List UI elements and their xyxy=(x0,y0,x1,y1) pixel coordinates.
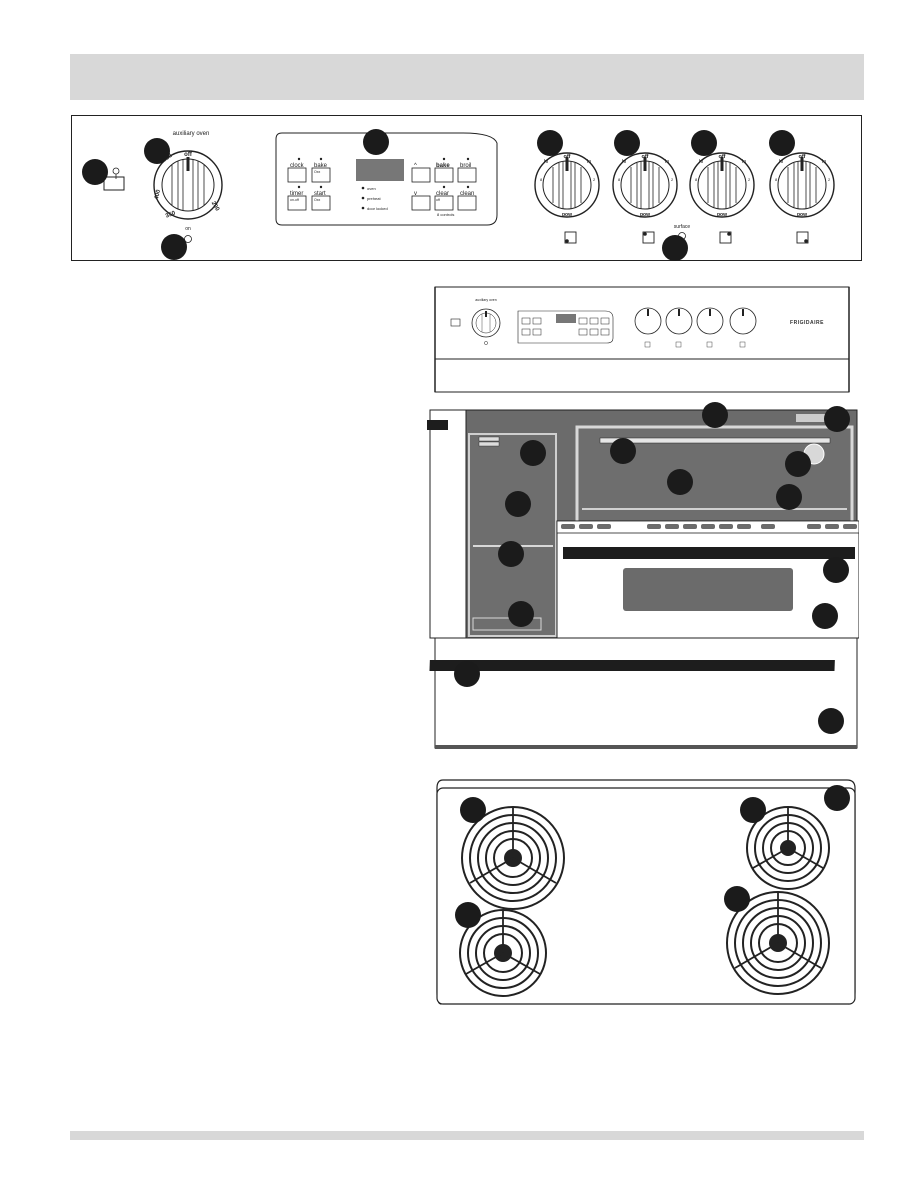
knob3-8: 8 xyxy=(695,177,698,182)
indicator-oven: oven xyxy=(367,186,376,191)
surface-knob-right-front[interactable]: off hi lo pow 8 2 xyxy=(689,152,755,218)
knob2-lo: lo xyxy=(665,159,669,165)
knob1-hi: hi xyxy=(544,159,548,165)
knob2-power: pow xyxy=(640,212,650,218)
surface-label: surface xyxy=(674,224,691,230)
indicator-door-locked: door locked xyxy=(367,206,388,211)
knob2-off: off xyxy=(641,154,648,160)
down-arrow-pad[interactable]: v xyxy=(411,191,431,211)
knob4-2: 2 xyxy=(828,177,831,182)
start-pad-sub: Oxx xyxy=(314,198,320,202)
mini-surface-knobs xyxy=(634,307,757,348)
callout-marker-icon xyxy=(82,129,795,261)
knob1-2: 2 xyxy=(593,177,596,182)
element-coil-icon xyxy=(746,806,830,890)
lock-controls-note: 8 controls xyxy=(437,212,454,217)
knob1-off: off xyxy=(563,154,570,160)
clean-pad[interactable]: clean xyxy=(457,185,477,211)
element-coil-icon xyxy=(459,909,547,997)
knob2-hi: hi xyxy=(622,159,626,165)
timer-pad[interactable]: timer on-off xyxy=(287,185,307,211)
mini-aux-knob xyxy=(471,308,501,345)
aux-on-label: on xyxy=(185,226,191,232)
surface-knob-left-rear[interactable]: off hi lo pow 8 2 xyxy=(534,152,600,218)
bake-pad-label: bake xyxy=(436,163,450,169)
mini-keypad xyxy=(517,310,614,344)
element-coil-icon xyxy=(461,806,565,910)
bake-pad[interactable]: bake xyxy=(434,157,454,183)
broil-pad-label: broil xyxy=(460,163,471,169)
aux-knob-300: 200 xyxy=(210,201,221,213)
auxiliary-oven-label: auxiliary oven xyxy=(173,131,210,137)
clean-pad-label: clean xyxy=(460,191,474,197)
broil-pad[interactable]: broil xyxy=(457,157,477,183)
bake-left-pad-sub: Oxx xyxy=(314,170,320,174)
bake-left-pad-label: bake xyxy=(314,163,328,169)
knob4-off: off xyxy=(798,154,805,160)
element-coil-icon xyxy=(726,891,830,995)
clear-pad-sub: off xyxy=(436,198,440,202)
knob3-lo: lo xyxy=(742,159,746,165)
clear-pad[interactable]: clear off xyxy=(434,185,454,211)
oven-light-icon[interactable] xyxy=(103,167,125,191)
main-oven-door[interactable] xyxy=(556,520,859,639)
aux-knob-400: 400 xyxy=(154,188,163,200)
clear-pad-label: clear xyxy=(436,191,449,197)
timer-pad-label: timer xyxy=(290,191,303,197)
cooktop-top-view xyxy=(436,779,856,1005)
indicator-preheat: preheat xyxy=(367,196,381,201)
knob4-lo: lo xyxy=(822,159,826,165)
knob3-off: off xyxy=(718,154,725,160)
main-door-handle[interactable] xyxy=(563,547,855,559)
clock-pad-label: clock xyxy=(290,163,305,169)
footer-bar xyxy=(70,1131,864,1140)
surface-position-icon xyxy=(564,231,809,244)
knob4-power: pow xyxy=(797,212,807,218)
storage-drawer[interactable] xyxy=(429,637,858,749)
start-pad[interactable]: start Oxx xyxy=(311,185,331,211)
status-indicators: oven preheat door locked xyxy=(361,186,388,211)
knob1-lo: lo xyxy=(587,159,591,165)
bake-left-pad[interactable]: bake Oxx xyxy=(311,157,331,183)
auxiliary-oven-cavity xyxy=(468,433,557,637)
up-arrow-pad[interactable]: ^ xyxy=(411,163,431,183)
knob1-power: pow xyxy=(562,212,572,218)
up-arrow-label: ^ xyxy=(414,163,417,169)
brand-logo: FRIGIDAIRE xyxy=(790,320,824,326)
electronic-control-keypad: clock bake Oxx timer on-off start Oxx ov… xyxy=(275,132,498,226)
aux-knob-350: 350 xyxy=(165,210,177,219)
range-front-view: auxiliary oven FRIGIDAIRE xyxy=(427,286,859,749)
cooktop-callout-markers xyxy=(455,785,850,928)
knob2-8: 8 xyxy=(618,177,621,182)
knob3-power: pow xyxy=(717,212,727,218)
clock-pad[interactable]: clock xyxy=(287,157,307,183)
knob3-hi: hi xyxy=(699,159,703,165)
start-pad-label: start xyxy=(314,191,326,197)
surface-knob-right-rear[interactable]: off hi lo pow 8 2 xyxy=(769,152,835,218)
knob2-2: 2 xyxy=(671,177,674,182)
broil-element xyxy=(599,437,831,444)
mini-oven-light-icon xyxy=(450,318,461,327)
main-door-window xyxy=(623,568,793,611)
surface-knob-left-front[interactable]: off hi lo pow 8 2 xyxy=(612,152,678,218)
control-panel-diagram: auxiliary oven off broil 400 350 200 on … xyxy=(71,115,862,261)
knob4-hi: hi xyxy=(779,159,783,165)
mini-aux-label: auxiliary oven xyxy=(475,298,496,302)
aux-on-indicator xyxy=(184,235,192,243)
timer-pad-sub: on-off xyxy=(290,198,299,202)
drawer-handle[interactable] xyxy=(429,660,835,671)
display-window xyxy=(356,159,404,181)
knob4-8: 8 xyxy=(775,177,778,182)
range-callout-markers xyxy=(454,402,850,734)
knob1-8: 8 xyxy=(540,177,543,182)
down-arrow-label: v xyxy=(414,191,417,197)
aux-knob-off: off xyxy=(184,152,193,158)
knob3-2: 2 xyxy=(748,177,751,182)
header-bar xyxy=(70,54,864,100)
